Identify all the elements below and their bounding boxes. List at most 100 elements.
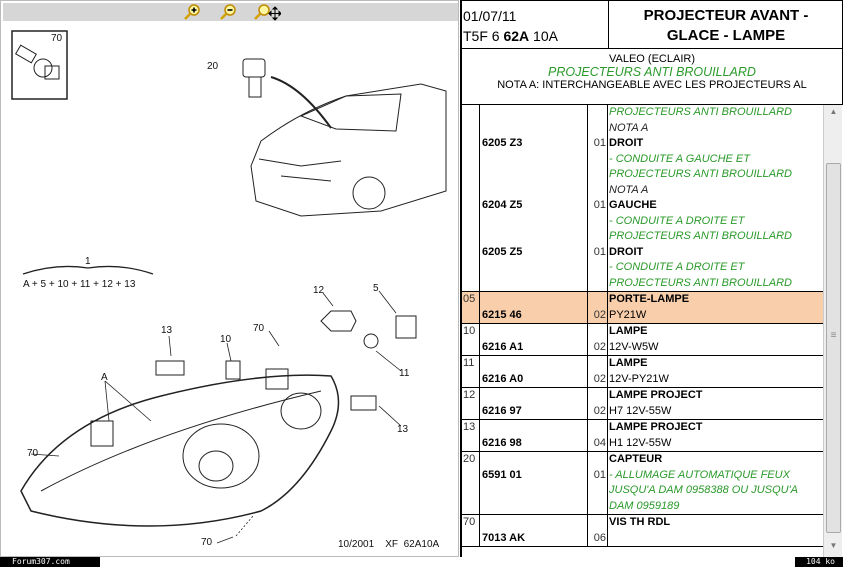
info-note: NOTA A: INTERCHANGEABLE AVEC LES PROJECT… [497, 79, 807, 91]
part-number-cell: 6216 A0 [480, 356, 588, 387]
part-number: 6216 A0 [482, 372, 524, 385]
item-number: 13 [462, 420, 480, 451]
description-line: H7 12V-55W [609, 404, 672, 417]
part-title: LAMPE PROJECT [609, 389, 703, 401]
callout-10: 10 [220, 334, 232, 345]
quantity: 01 [593, 468, 606, 481]
item-number: 10 [462, 324, 480, 355]
table-row[interactable]: 6205 Z3 6204 Z5 6205 Z5 01 01 01 PROJECT… [462, 105, 823, 292]
quantity-cell: 04 [588, 420, 608, 451]
quantity-cell: 01 [588, 452, 608, 514]
part-number-cell: 6216 A1 [480, 324, 588, 355]
catalog-code: T5F 6 62A 10A [463, 28, 558, 44]
description-line: DROIT [609, 137, 644, 149]
description-line: DAM 0959189 [609, 499, 680, 512]
description-cell: VIS TH RDL [608, 515, 823, 546]
part-title: LAMPE [609, 325, 648, 337]
diagram-toolbar [3, 3, 458, 21]
status-bar: Forum307.com 104 ko [0, 557, 843, 567]
zoom-out-icon[interactable] [217, 3, 239, 21]
scroll-up-arrow-icon[interactable]: ▲ [829, 107, 838, 116]
quantity [588, 276, 606, 292]
quantity: 02 [593, 308, 606, 321]
parts-header: 01/07/11 T5F 6 62A 10A PROJECTEUR AVANT … [462, 0, 843, 49]
quantity-cell: 06 [588, 515, 608, 546]
description-line: - CONDUITE A DROITE ET [609, 261, 745, 273]
part-number: 6205 Z5 [482, 245, 523, 258]
scrollbar[interactable]: ▲ ≡ ▼ [823, 105, 842, 557]
quantity [588, 229, 606, 245]
quantity [588, 260, 606, 276]
part-number: 7013 AK [482, 531, 526, 544]
callout-70-bottom: 70 [201, 537, 213, 548]
sensor-drawing [242, 58, 332, 129]
description-line: PROJECTEURS ANTI BROUILLARD [609, 168, 792, 180]
part-number: 6216 98 [482, 436, 522, 449]
part-title: LAMPE PROJECT [609, 421, 703, 433]
parts-table[interactable]: 6205 Z3 6204 Z5 6205 Z5 01 01 01 PROJECT… [462, 105, 823, 557]
quantity: 01 [593, 137, 606, 149]
part-number [482, 260, 587, 276]
callout-70-left: 70 [27, 448, 39, 459]
supplier: VALEO (ECLAIR) [609, 53, 695, 65]
quantity [588, 152, 606, 168]
description-line: GAUCHE [609, 199, 657, 211]
zoom-pan-icon[interactable] [253, 3, 281, 21]
callout-11: 11 [399, 368, 410, 379]
quantity: 02 [593, 372, 606, 385]
callout-20: 20 [207, 61, 219, 72]
part-number [482, 152, 587, 168]
quantity: 02 [593, 404, 606, 417]
quantity [588, 183, 606, 199]
zoom-in-icon[interactable] [181, 3, 203, 21]
part-number-cell: 6215 46 [480, 292, 588, 323]
quantity-cell: 02 [588, 356, 608, 387]
callout-70-box: 70 [51, 33, 63, 44]
description-cell: LAMPE PROJECT H1 12V-55W [608, 420, 823, 451]
description-line: H1 12V-55W [609, 436, 672, 449]
item-number: 70 [462, 515, 480, 546]
description-line: - ALLUMAGE AUTOMATIQUE FEUX [609, 468, 790, 481]
quantity [588, 121, 606, 137]
part-number: 6205 Z3 [482, 137, 523, 149]
item-number: 11 [462, 356, 480, 387]
part-number [482, 121, 587, 137]
part-number: 6216 A1 [482, 340, 524, 353]
quantity-cell: 02 [588, 292, 608, 323]
callout-70: 70 [253, 323, 265, 334]
description-line: - CONDUITE A GAUCHE ET [609, 152, 750, 165]
part-number [482, 229, 587, 245]
callout-13: 13 [161, 325, 173, 336]
part-number [482, 183, 587, 199]
part-number: 6216 97 [482, 404, 522, 417]
bolt-drawing [15, 44, 60, 80]
part-number-cell: 6216 97 [480, 388, 588, 419]
part-number-cell: 7013 AK [480, 515, 588, 546]
info-variant: PROJECTEURS ANTI BROUILLARD [548, 65, 756, 79]
quantity-cell: 02 [588, 388, 608, 419]
quantity [588, 105, 606, 121]
part-number: 6204 Z5 [482, 199, 523, 211]
description-line: PY21W [609, 308, 647, 321]
file-size: 104 ko [795, 557, 843, 567]
part-number [482, 214, 587, 230]
scrollbar-thumb[interactable]: ≡ [826, 163, 841, 533]
description-line: - CONDUITE A DROITE ET [609, 214, 745, 227]
quantity: 02 [593, 340, 606, 353]
description-line: NOTA A [609, 183, 649, 196]
part-number: 6215 46 [482, 308, 522, 321]
kit-formula: A + 5 + 10 + 11 + 12 + 13 [23, 279, 136, 290]
car-drawing [250, 83, 447, 217]
scroll-down-arrow-icon[interactable]: ▼ [829, 541, 838, 550]
description-line: PROJECTEURS ANTI BROUILLARD [609, 230, 792, 242]
